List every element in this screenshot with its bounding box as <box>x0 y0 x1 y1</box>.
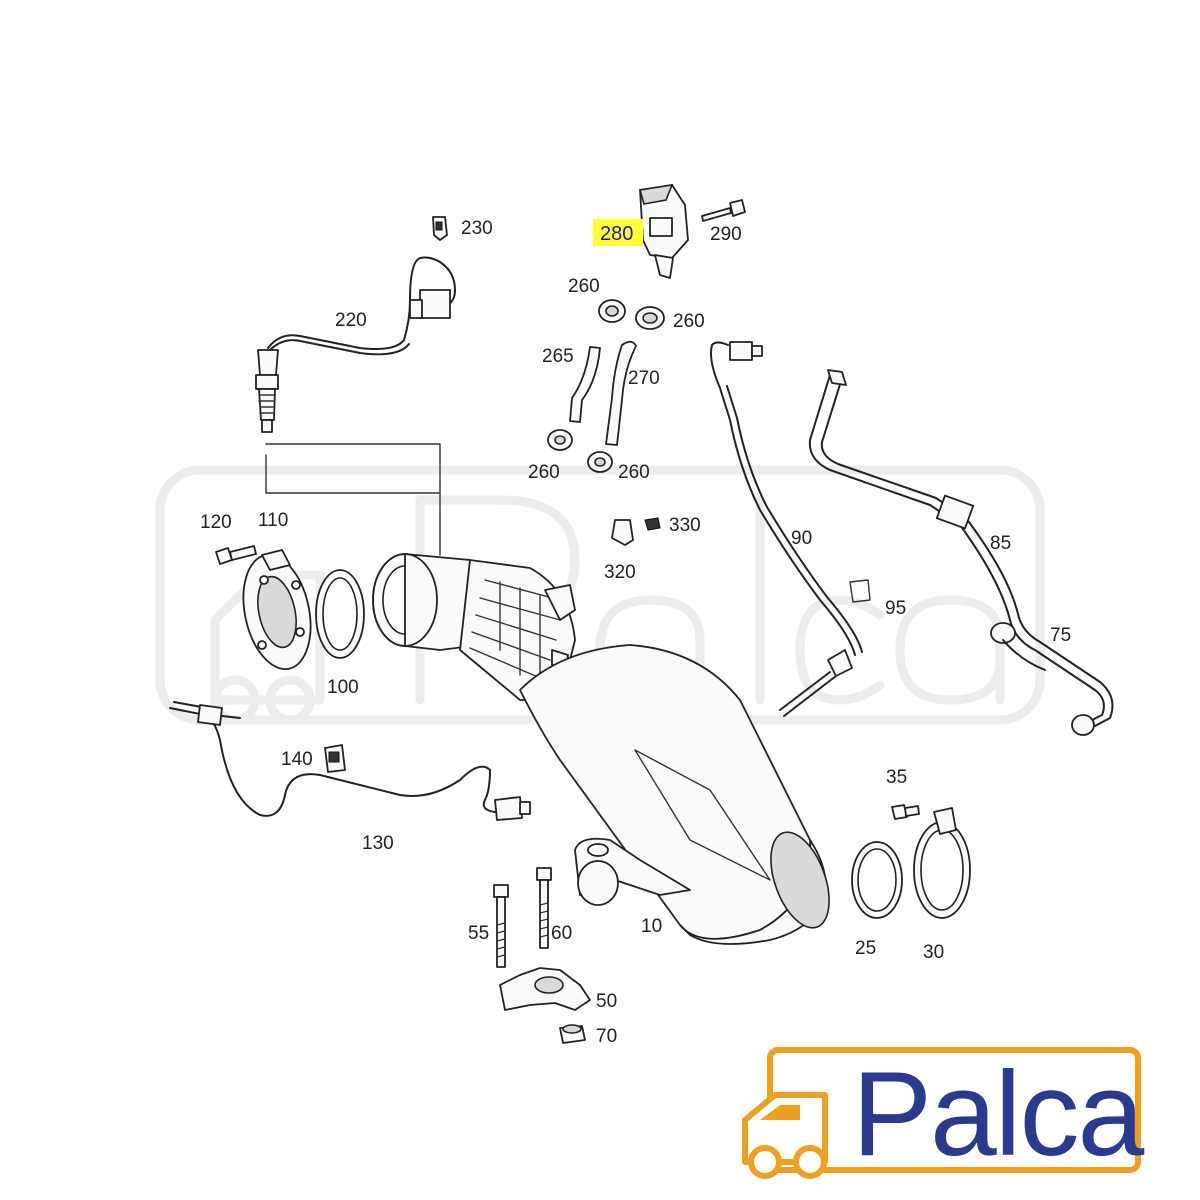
part-85-line <box>808 369 1114 727</box>
part-90-pressure-line <box>710 341 863 656</box>
label-290: 290 <box>710 224 742 245</box>
highlight-280 <box>593 219 643 246</box>
label-35: 35 <box>886 767 907 788</box>
label-260-b: 260 <box>673 311 705 332</box>
part-30-clamp <box>913 807 971 919</box>
part-220-oxygen-sensor <box>255 256 456 433</box>
part-130-temp-sensor <box>169 701 531 821</box>
part-110-flange <box>242 549 312 671</box>
part-10-diesel-particulate-filter <box>372 553 830 945</box>
label-10: 10 <box>641 916 662 937</box>
label-260-a: 260 <box>568 276 600 297</box>
label-70: 70 <box>596 1026 617 1047</box>
part-280-pressure-sensor <box>638 183 689 279</box>
part-120-bolt <box>215 545 257 565</box>
part-60-bolt <box>536 867 552 949</box>
palca-logo-text: Palca <box>852 1047 1144 1181</box>
label-230: 230 <box>461 218 493 239</box>
part-50-bracket <box>499 967 591 1011</box>
label-90: 90 <box>791 528 812 549</box>
part-230-clip <box>432 216 448 241</box>
label-85: 85 <box>990 533 1011 554</box>
label-30: 30 <box>923 942 944 963</box>
part-75-line <box>990 622 1095 736</box>
part-140-clip <box>324 744 346 773</box>
label-120: 120 <box>200 512 232 533</box>
label-75: 75 <box>1050 625 1071 646</box>
label-220: 220 <box>335 310 367 331</box>
palca-logo: Palca <box>742 1047 1146 1181</box>
part-260-clamps <box>547 299 665 473</box>
label-260-d: 260 <box>618 462 650 483</box>
label-140: 140 <box>281 749 313 770</box>
part-270-hose <box>605 340 637 446</box>
label-25: 25 <box>855 938 876 959</box>
part-100-seal-ring <box>315 569 365 659</box>
label-95: 95 <box>885 598 906 619</box>
label-320: 320 <box>604 562 636 583</box>
label-55: 55 <box>468 923 489 944</box>
label-265: 265 <box>542 346 574 367</box>
part-25-seal <box>851 841 903 919</box>
truck-icon <box>742 1092 828 1179</box>
label-280: 280 <box>600 223 633 245</box>
label-330: 330 <box>669 515 701 536</box>
part-95-temp-sensor <box>779 579 871 717</box>
label-260-c: 260 <box>528 462 560 483</box>
part-55-bolt <box>493 884 509 968</box>
part-labels: 230 220 280 290 260 260 265 270 260 260 … <box>200 218 1071 1047</box>
part-290-bolt <box>701 199 746 222</box>
part-70-nut <box>559 1024 586 1044</box>
label-270: 270 <box>628 368 660 389</box>
part-265-hose <box>569 346 601 423</box>
part-35-bolt <box>891 804 920 820</box>
label-60: 60 <box>551 923 572 944</box>
label-110: 110 <box>258 510 288 531</box>
part-320-bracket <box>611 519 634 546</box>
label-50: 50 <box>596 991 617 1012</box>
label-100: 100 <box>327 677 359 698</box>
part-330-clip <box>644 517 661 531</box>
label-130: 130 <box>362 833 394 854</box>
